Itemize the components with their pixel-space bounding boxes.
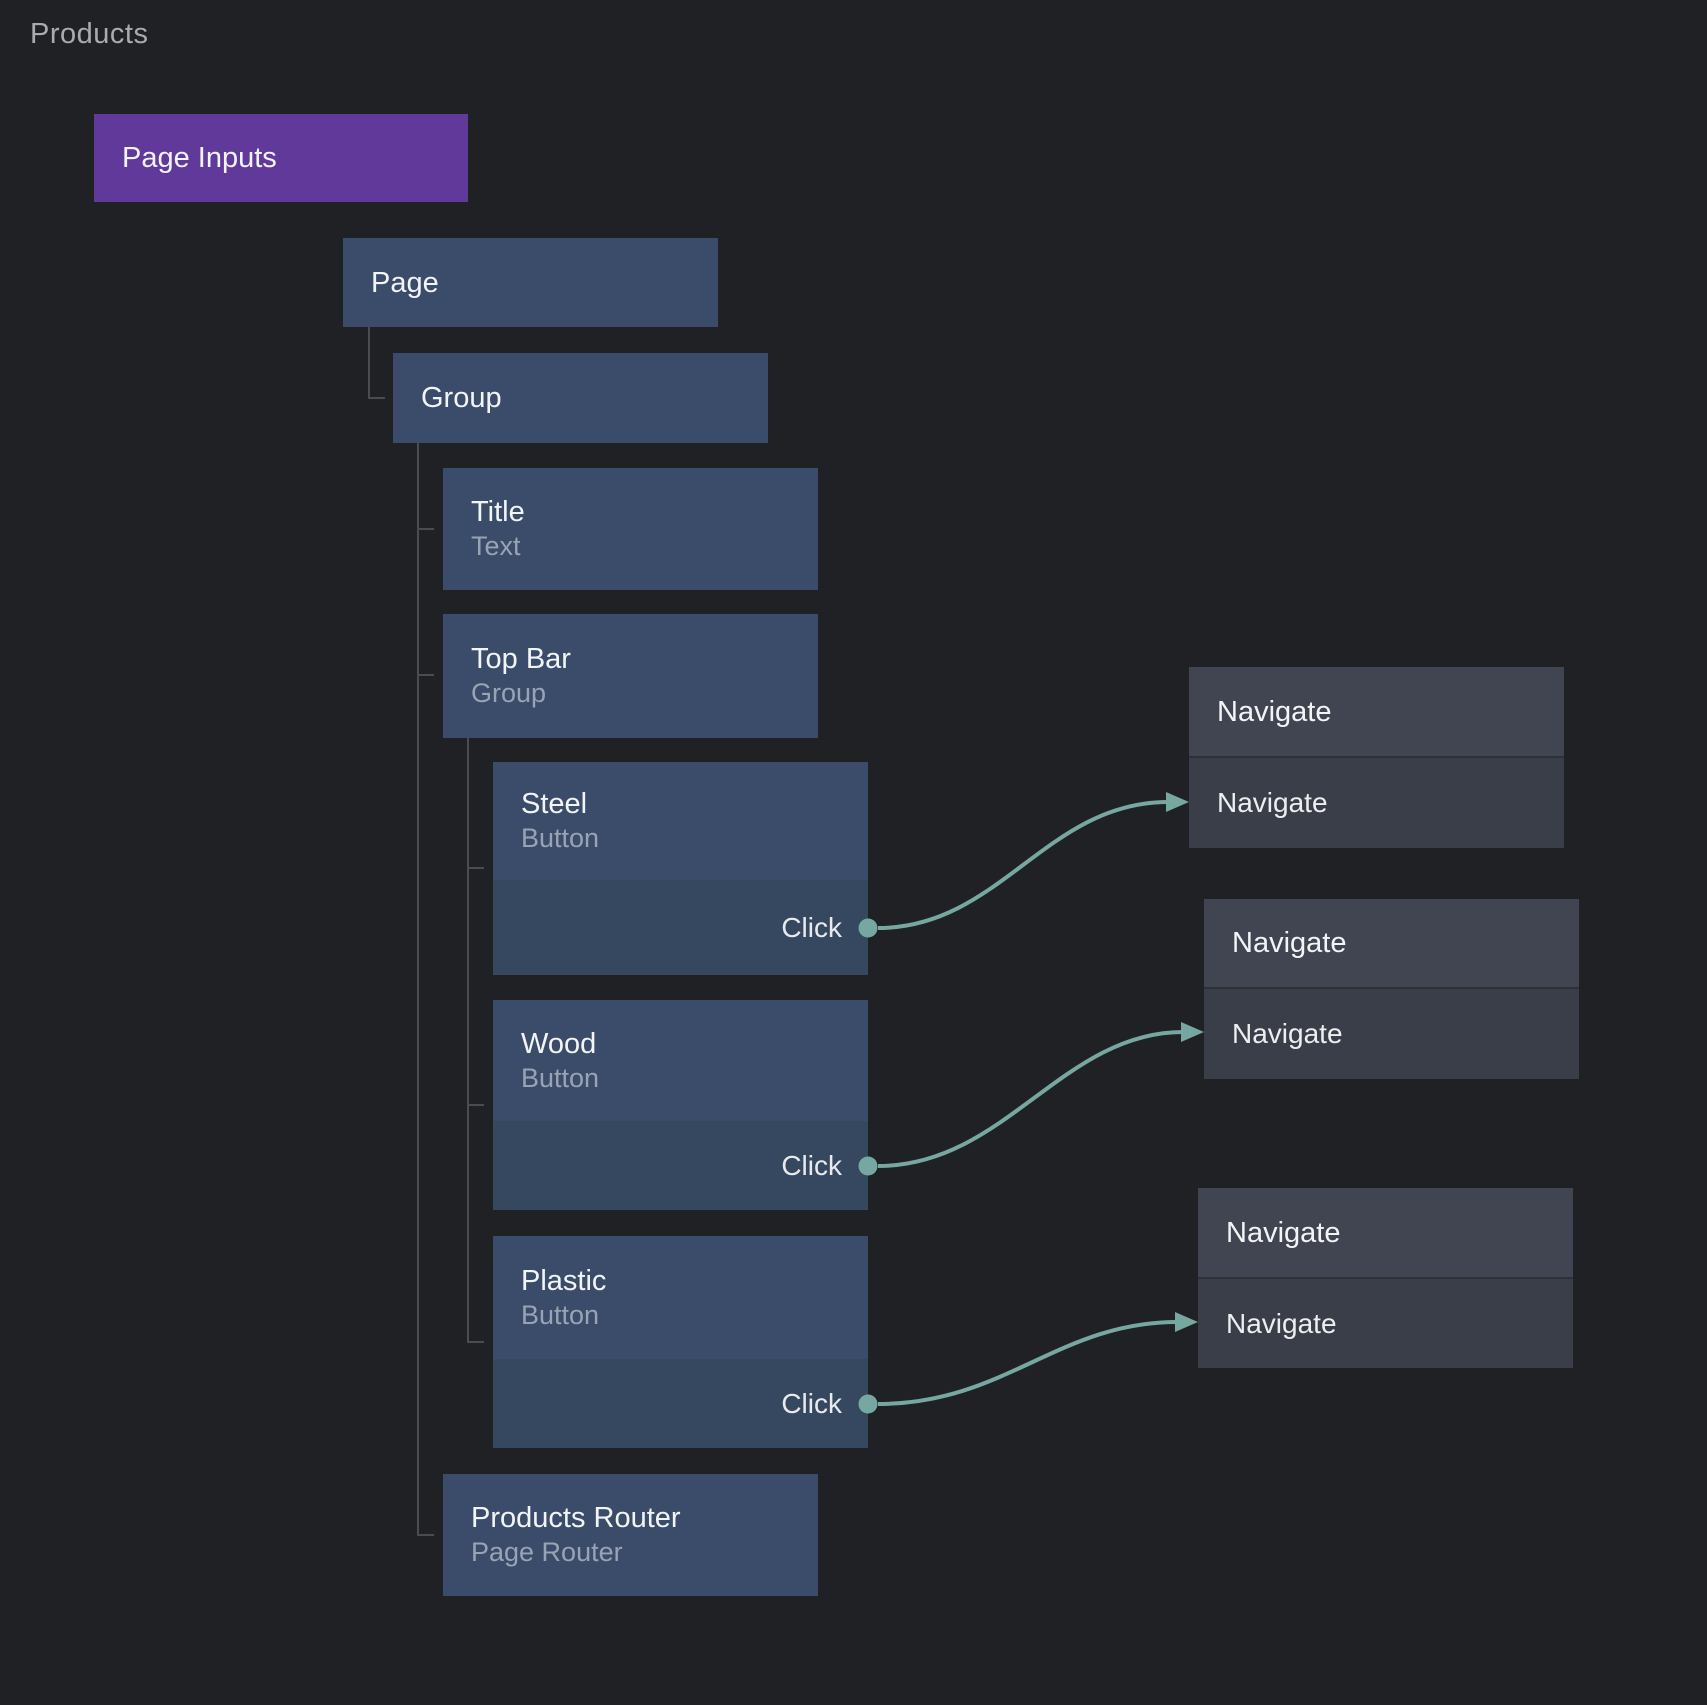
node-header: Page Inputs: [94, 114, 468, 202]
event-label: Click: [781, 1149, 842, 1181]
event-label: Click: [781, 1387, 842, 1419]
event-label: Click: [781, 911, 842, 943]
page-title: Products: [30, 18, 149, 50]
node-type-label: Button: [521, 823, 600, 853]
action-label: Navigate: [1226, 1307, 1337, 1339]
node-type-label: Button: [521, 1062, 600, 1093]
action-node-title: Navigate: [1217, 695, 1332, 728]
node-type-label: Group: [471, 678, 547, 708]
steel-click-event-row[interactable]: Click: [493, 880, 868, 975]
action-label: Navigate: [1217, 787, 1328, 818]
action-node-header: Navigate: [1189, 667, 1564, 756]
node-header: Page: [343, 238, 718, 327]
action-node-header: Navigate: [1198, 1188, 1573, 1277]
action-node-header: Navigate: [1204, 899, 1579, 987]
node-page-inputs[interactable]: Page Inputs: [94, 114, 468, 202]
navigate-1-action-row[interactable]: Navigate: [1189, 756, 1564, 848]
navigate-3-action-row[interactable]: Navigate: [1198, 1277, 1573, 1368]
node-label: Wood: [521, 1027, 597, 1060]
node-label: Page Inputs: [122, 142, 277, 174]
action-node-title: Navigate: [1232, 927, 1347, 959]
node-label: Title: [471, 496, 525, 528]
wood-click-event-row[interactable]: Click: [493, 1121, 868, 1210]
node-label: Top Bar: [471, 643, 571, 675]
node-label: Page: [371, 266, 439, 299]
action-node-title: Navigate: [1226, 1216, 1341, 1249]
node-type-label: Page Router: [471, 1537, 623, 1567]
action-label: Navigate: [1232, 1018, 1343, 1049]
node-page[interactable]: Page: [343, 238, 718, 327]
node-group[interactable]: Group: [393, 353, 768, 443]
node-header: Group: [393, 353, 768, 443]
node-label: Plastic: [521, 1264, 607, 1297]
navigate-2-action-row[interactable]: Navigate: [1204, 987, 1579, 1079]
node-label: Products Router: [471, 1502, 681, 1534]
node-label: Group: [421, 382, 502, 414]
plastic-click-event-row[interactable]: Click: [493, 1359, 868, 1448]
node-label: Steel: [521, 788, 588, 820]
node-type-label: Button: [521, 1299, 600, 1330]
node-type-label: Text: [471, 531, 521, 561]
